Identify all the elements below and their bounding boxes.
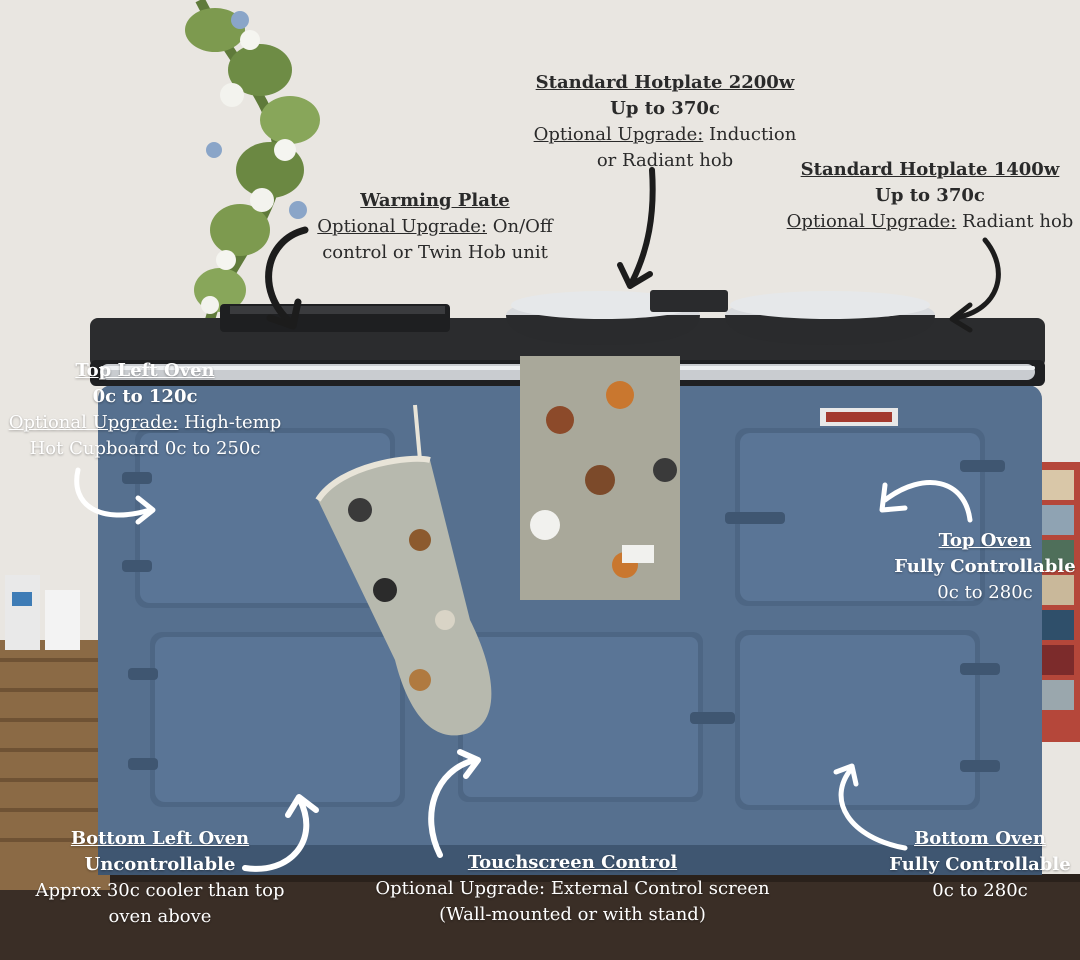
bottom-left-oven-title: Bottom Left Oven bbox=[70, 828, 250, 849]
bottom-oven-title: Bottom Oven bbox=[914, 828, 1046, 849]
hotplate-2200-title: Standard Hotplate 2200w bbox=[535, 72, 795, 93]
bottom-oven-temp: 0c to 280c bbox=[932, 880, 1028, 901]
label-bottom-left-oven: Bottom Left Oven Uncontrollable Approx 3… bbox=[20, 826, 300, 930]
arrow-top-oven bbox=[882, 480, 973, 523]
arrow-hotplate-2200 bbox=[629, 167, 656, 285]
label-top-oven: Top Oven Fully Controllable 0c to 280c bbox=[890, 528, 1080, 606]
label-hotplate-1400: Standard Hotplate 1400w Up to 370c Optio… bbox=[785, 157, 1075, 235]
warming-plate-upgrade-line1: On/Off bbox=[492, 216, 553, 237]
hotplate-1400-upgrade-prefix: Optional Upgrade: bbox=[786, 211, 957, 232]
warming-plate-upgrade-line2: control or Twin Hob unit bbox=[322, 242, 548, 263]
label-touchscreen: Touchscreen Control Optional Upgrade: Ex… bbox=[365, 850, 780, 928]
label-warming-plate: Warming Plate Optional Upgrade: On/Off c… bbox=[300, 188, 570, 266]
hotplate-2200-temp: Up to 370c bbox=[610, 98, 720, 119]
top-left-oven-upgrade-line2: Hot Cupboard 0c to 250c bbox=[29, 438, 261, 459]
warming-plate-upgrade-prefix: Optional Upgrade: bbox=[317, 216, 487, 237]
hotplate-2200-upgrade-line2: or Radiant hob bbox=[596, 150, 734, 171]
top-left-oven-title: Top Left Oven bbox=[75, 360, 215, 381]
bottom-oven-control: Fully Controllable bbox=[889, 854, 1071, 875]
bottom-left-oven-note-line2: oven above bbox=[108, 906, 212, 927]
top-left-oven-upgrade-line1: High-temp bbox=[184, 412, 282, 433]
annotation-arrows bbox=[74, 167, 1001, 872]
floor bbox=[0, 880, 1080, 960]
flower-garland bbox=[185, 0, 320, 322]
label-bottom-oven: Bottom Oven Fully Controllable 0c to 280… bbox=[880, 826, 1080, 904]
top-left-oven-temp: 0c to 120c bbox=[92, 386, 198, 407]
touchscreen-upgrade-line2: (Wall-mounted or with stand) bbox=[439, 904, 706, 925]
arrow-warming-plate bbox=[265, 226, 309, 326]
hotplate-1400-temp: Up to 370c bbox=[875, 185, 985, 206]
arrow-top-left-oven bbox=[74, 467, 153, 518]
hotplate-1400-upgrade-text: Radiant hob bbox=[962, 211, 1074, 232]
wicker-basket bbox=[0, 575, 110, 890]
warming-plate-title: Warming Plate bbox=[360, 190, 510, 211]
oven-glove bbox=[315, 404, 492, 736]
arrow-bottom-left-oven bbox=[242, 797, 310, 872]
tea-towel bbox=[520, 356, 680, 600]
hotplate-2200-upgrade-line1: Induction bbox=[709, 124, 797, 145]
arrow-bottom-oven bbox=[838, 765, 908, 851]
touchscreen-upgrade-line1: Optional Upgrade: External Control scree… bbox=[375, 878, 770, 899]
touchscreen-title: Touchscreen Control bbox=[467, 852, 678, 873]
top-oven-title: Top Oven bbox=[938, 530, 1032, 551]
bottom-left-oven-control: Uncontrollable bbox=[84, 854, 236, 875]
hotplate-1400-title: Standard Hotplate 1400w bbox=[800, 159, 1060, 180]
bottom-left-oven-note-line1: Approx 30c cooler than top bbox=[35, 880, 285, 901]
top-oven-control: Fully Controllable bbox=[894, 556, 1076, 577]
arrow-touchscreen bbox=[428, 757, 478, 858]
label-hotplate-2200: Standard Hotplate 2200w Up to 370c Optio… bbox=[505, 70, 825, 174]
top-left-oven-upgrade-prefix: Optional Upgrade: bbox=[8, 412, 179, 433]
hotplate-2200-upgrade-prefix: Optional Upgrade: bbox=[533, 124, 704, 145]
label-top-left-oven: Top Left Oven 0c to 120c Optional Upgrad… bbox=[0, 358, 290, 462]
arrow-hotplate-1400 bbox=[952, 237, 1001, 321]
top-oven-temp: 0c to 280c bbox=[937, 582, 1033, 603]
